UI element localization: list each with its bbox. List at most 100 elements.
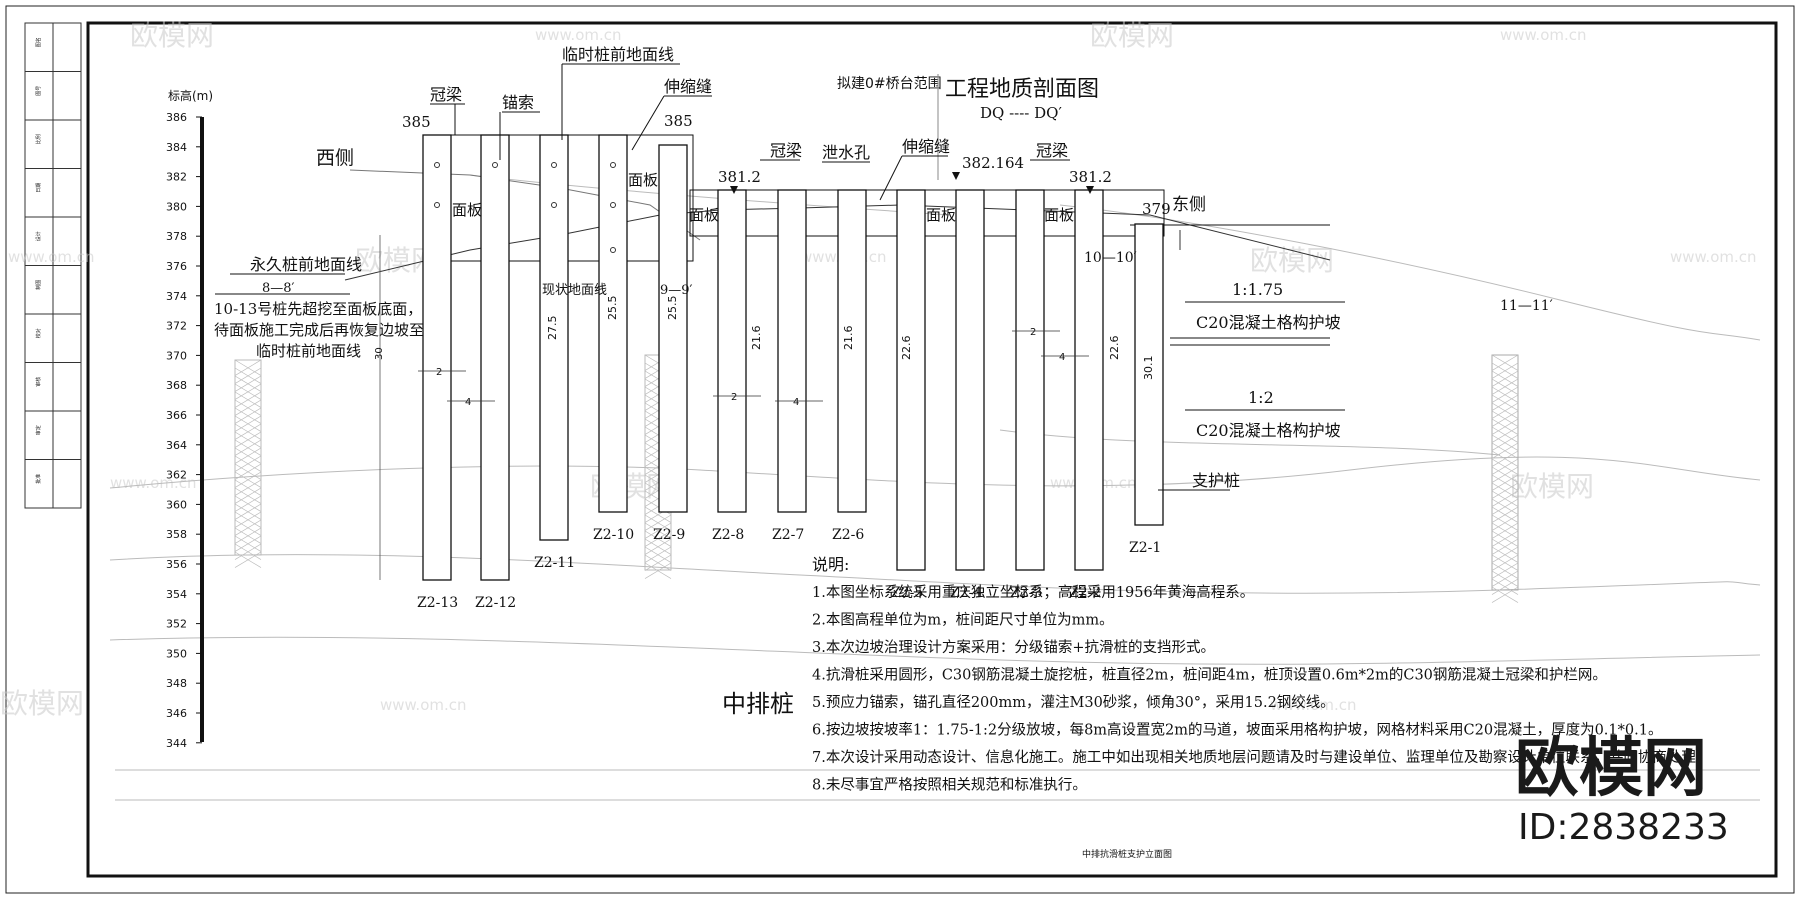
spacing-mark: 4	[465, 397, 471, 408]
note-item: 4.抗滑桩采用圆形，C30钢筋混凝土旋挖桩，桩直径2m，桩间距4m，桩顶设置0.…	[812, 667, 1607, 684]
watermark-url: www.om.cn	[1670, 248, 1757, 266]
callouts: 临时桩前地面线 冠梁 锚索 伸缩缝 冠梁 泄水孔 伸缩缝 冠梁 现状地面线 支护…	[430, 45, 1240, 718]
pile-label: Z2-5	[891, 585, 923, 601]
section-11-label: 11—11′	[1500, 298, 1553, 314]
pile-length-label: 21.6	[750, 326, 763, 351]
pile	[1074, 189, 1104, 571]
note-item: 3.本次边坡治理设计方案采用：分级锚索+抗滑桩的支挡形式。	[812, 638, 1215, 656]
note-item: 8.未尽事宜严格按照相关规范和标准执行。	[812, 777, 1087, 794]
spacing-mark: 2	[1030, 327, 1036, 338]
pile	[480, 134, 510, 581]
pile-label: Z2-11	[534, 555, 575, 571]
pile	[777, 189, 807, 513]
pile-label: Z2-6	[832, 527, 864, 543]
notes-heading: 说明:	[812, 555, 849, 574]
panel-label: 面板	[628, 171, 658, 189]
pile	[658, 144, 688, 513]
pile	[896, 189, 926, 571]
axis-tick-label: 378	[166, 230, 187, 243]
note-item: 7.本次设计采用动态设计、信息化施工。施工中如出现相关地质地层问题请及时与建设单…	[812, 748, 1710, 766]
section-10-label: 10—10′	[1084, 250, 1137, 266]
axis-tick-label: 386	[166, 111, 187, 124]
pile	[837, 189, 867, 513]
pile	[422, 134, 452, 581]
pile-length-label: 25.5	[666, 296, 679, 321]
axis-tick-label: 376	[166, 260, 187, 273]
pile-length-label: 27.5	[546, 316, 559, 341]
title-block-cell: 制图	[35, 280, 42, 290]
axis-tick-label: 352	[166, 618, 187, 631]
watermark-url: www.om.cn	[1500, 26, 1587, 44]
pile-label: Z2-4	[950, 585, 982, 601]
pile-length-label: 30.1	[1142, 356, 1155, 381]
west-side-label: 西侧	[316, 147, 354, 169]
elevation-385-b: 385	[664, 112, 693, 130]
axis-tick-label: 358	[166, 528, 187, 541]
slope-protection-labels: 1:1.75 C20混凝土格构护坡 1:2 C20混凝土格构护坡	[1185, 280, 1345, 440]
watermark-brand: 欧模网	[1090, 19, 1174, 52]
elevation-381-2-a: 381.2	[718, 168, 761, 186]
pile	[598, 134, 628, 513]
pile-label: Z2-8	[712, 527, 744, 543]
temp-ground-line-label: 临时桩前地面线	[562, 45, 674, 64]
existing-ground-label: 现状地面线	[542, 283, 607, 298]
axis-tick-label: 374	[166, 290, 187, 303]
watermark-logo-text: 欧模网	[1515, 732, 1707, 806]
elevation-markers: 385 385 381.2 382.164 381.2 379	[402, 112, 1171, 218]
pile-label: Z2-1	[1129, 540, 1161, 556]
pile	[1134, 223, 1164, 526]
pile	[1015, 189, 1045, 571]
axis-tick-label: 350	[166, 647, 187, 660]
axis-tick-label: 372	[166, 320, 187, 333]
axis-tick-label: 360	[166, 498, 187, 511]
title-block-cell: 校对	[35, 328, 42, 338]
pile	[955, 189, 985, 571]
section-9-label: 9—9′	[660, 283, 693, 298]
spacing-mark: 30	[374, 347, 385, 360]
panel-labels: 面板面板面板面板面板	[452, 171, 1074, 224]
pile	[717, 189, 747, 513]
pile-length-label: 22.6	[1108, 336, 1121, 361]
axis-tick-label: 362	[166, 469, 187, 482]
drawing-title: 中排抗滑桩支护立面图	[1082, 848, 1172, 860]
panel-label: 面板	[689, 206, 719, 224]
title-block-cell: 比例	[35, 134, 42, 144]
section-8-label: 8—8′	[262, 281, 295, 296]
pile-length-label: 21.6	[842, 326, 855, 351]
crown-beam-label-3: 冠梁	[1036, 141, 1068, 160]
axis-tick-label: 382	[166, 171, 187, 184]
pile-label: Z2-10	[593, 527, 634, 543]
note-10-13-line1: 10-13号桩先超挖至面板底面，	[214, 300, 422, 318]
permanent-ground-line-label: 永久桩前地面线	[250, 255, 362, 274]
axis-tick-label: 364	[166, 439, 187, 452]
title-block-cell: 图名	[35, 37, 42, 47]
drain-hole-label: 泄水孔	[822, 143, 870, 162]
slope-protection-1: C20混凝土格构护坡	[1196, 313, 1341, 332]
title-block-cell: 审定	[35, 425, 42, 435]
watermark-layer: 欧模网 www.om.cn 欧模网 www.om.cn www.om.cn 欧模…	[0, 19, 1757, 720]
spacing-mark: 4	[793, 397, 799, 408]
expansion-joint-label-1: 伸缩缝	[664, 77, 712, 96]
note-10-13-line2: 待面板施工完成后再恢复边坡至	[214, 321, 424, 339]
elevation-382-164: 382.164	[962, 154, 1024, 172]
watermark-brand: 欧模网	[130, 19, 214, 52]
pile-length-label: 22.6	[900, 336, 913, 361]
axis-tick-label: 380	[166, 200, 187, 213]
slope-ratio-1: 1:1.75	[1232, 280, 1283, 299]
panel-label: 面板	[452, 201, 482, 219]
axis-tick-label: 344	[166, 737, 187, 750]
middle-row-label: 中排桩	[722, 690, 794, 718]
note-item: 6.按边坡按坡率1：1.75-1:2分级放坡，每8m高设置宽2m的马道，坡面采用…	[812, 722, 1662, 739]
pile-label: Z2-9	[653, 527, 685, 543]
axis-tick-label: 366	[166, 409, 187, 422]
east-side-label: 东侧	[1172, 195, 1206, 215]
note-10-13-line3: 临时桩前地面线	[256, 342, 361, 360]
spacing-mark: 4	[1059, 352, 1065, 363]
pile-label: Z2-12	[475, 595, 516, 611]
elevation-381-2-b: 381.2	[1069, 168, 1112, 186]
pile-length-label: 25.5	[606, 296, 619, 321]
pile-label: Z2-3	[1010, 585, 1042, 601]
watermark-url: www.om.cn	[1270, 696, 1357, 714]
watermark-brand: 欧模网	[0, 687, 84, 720]
